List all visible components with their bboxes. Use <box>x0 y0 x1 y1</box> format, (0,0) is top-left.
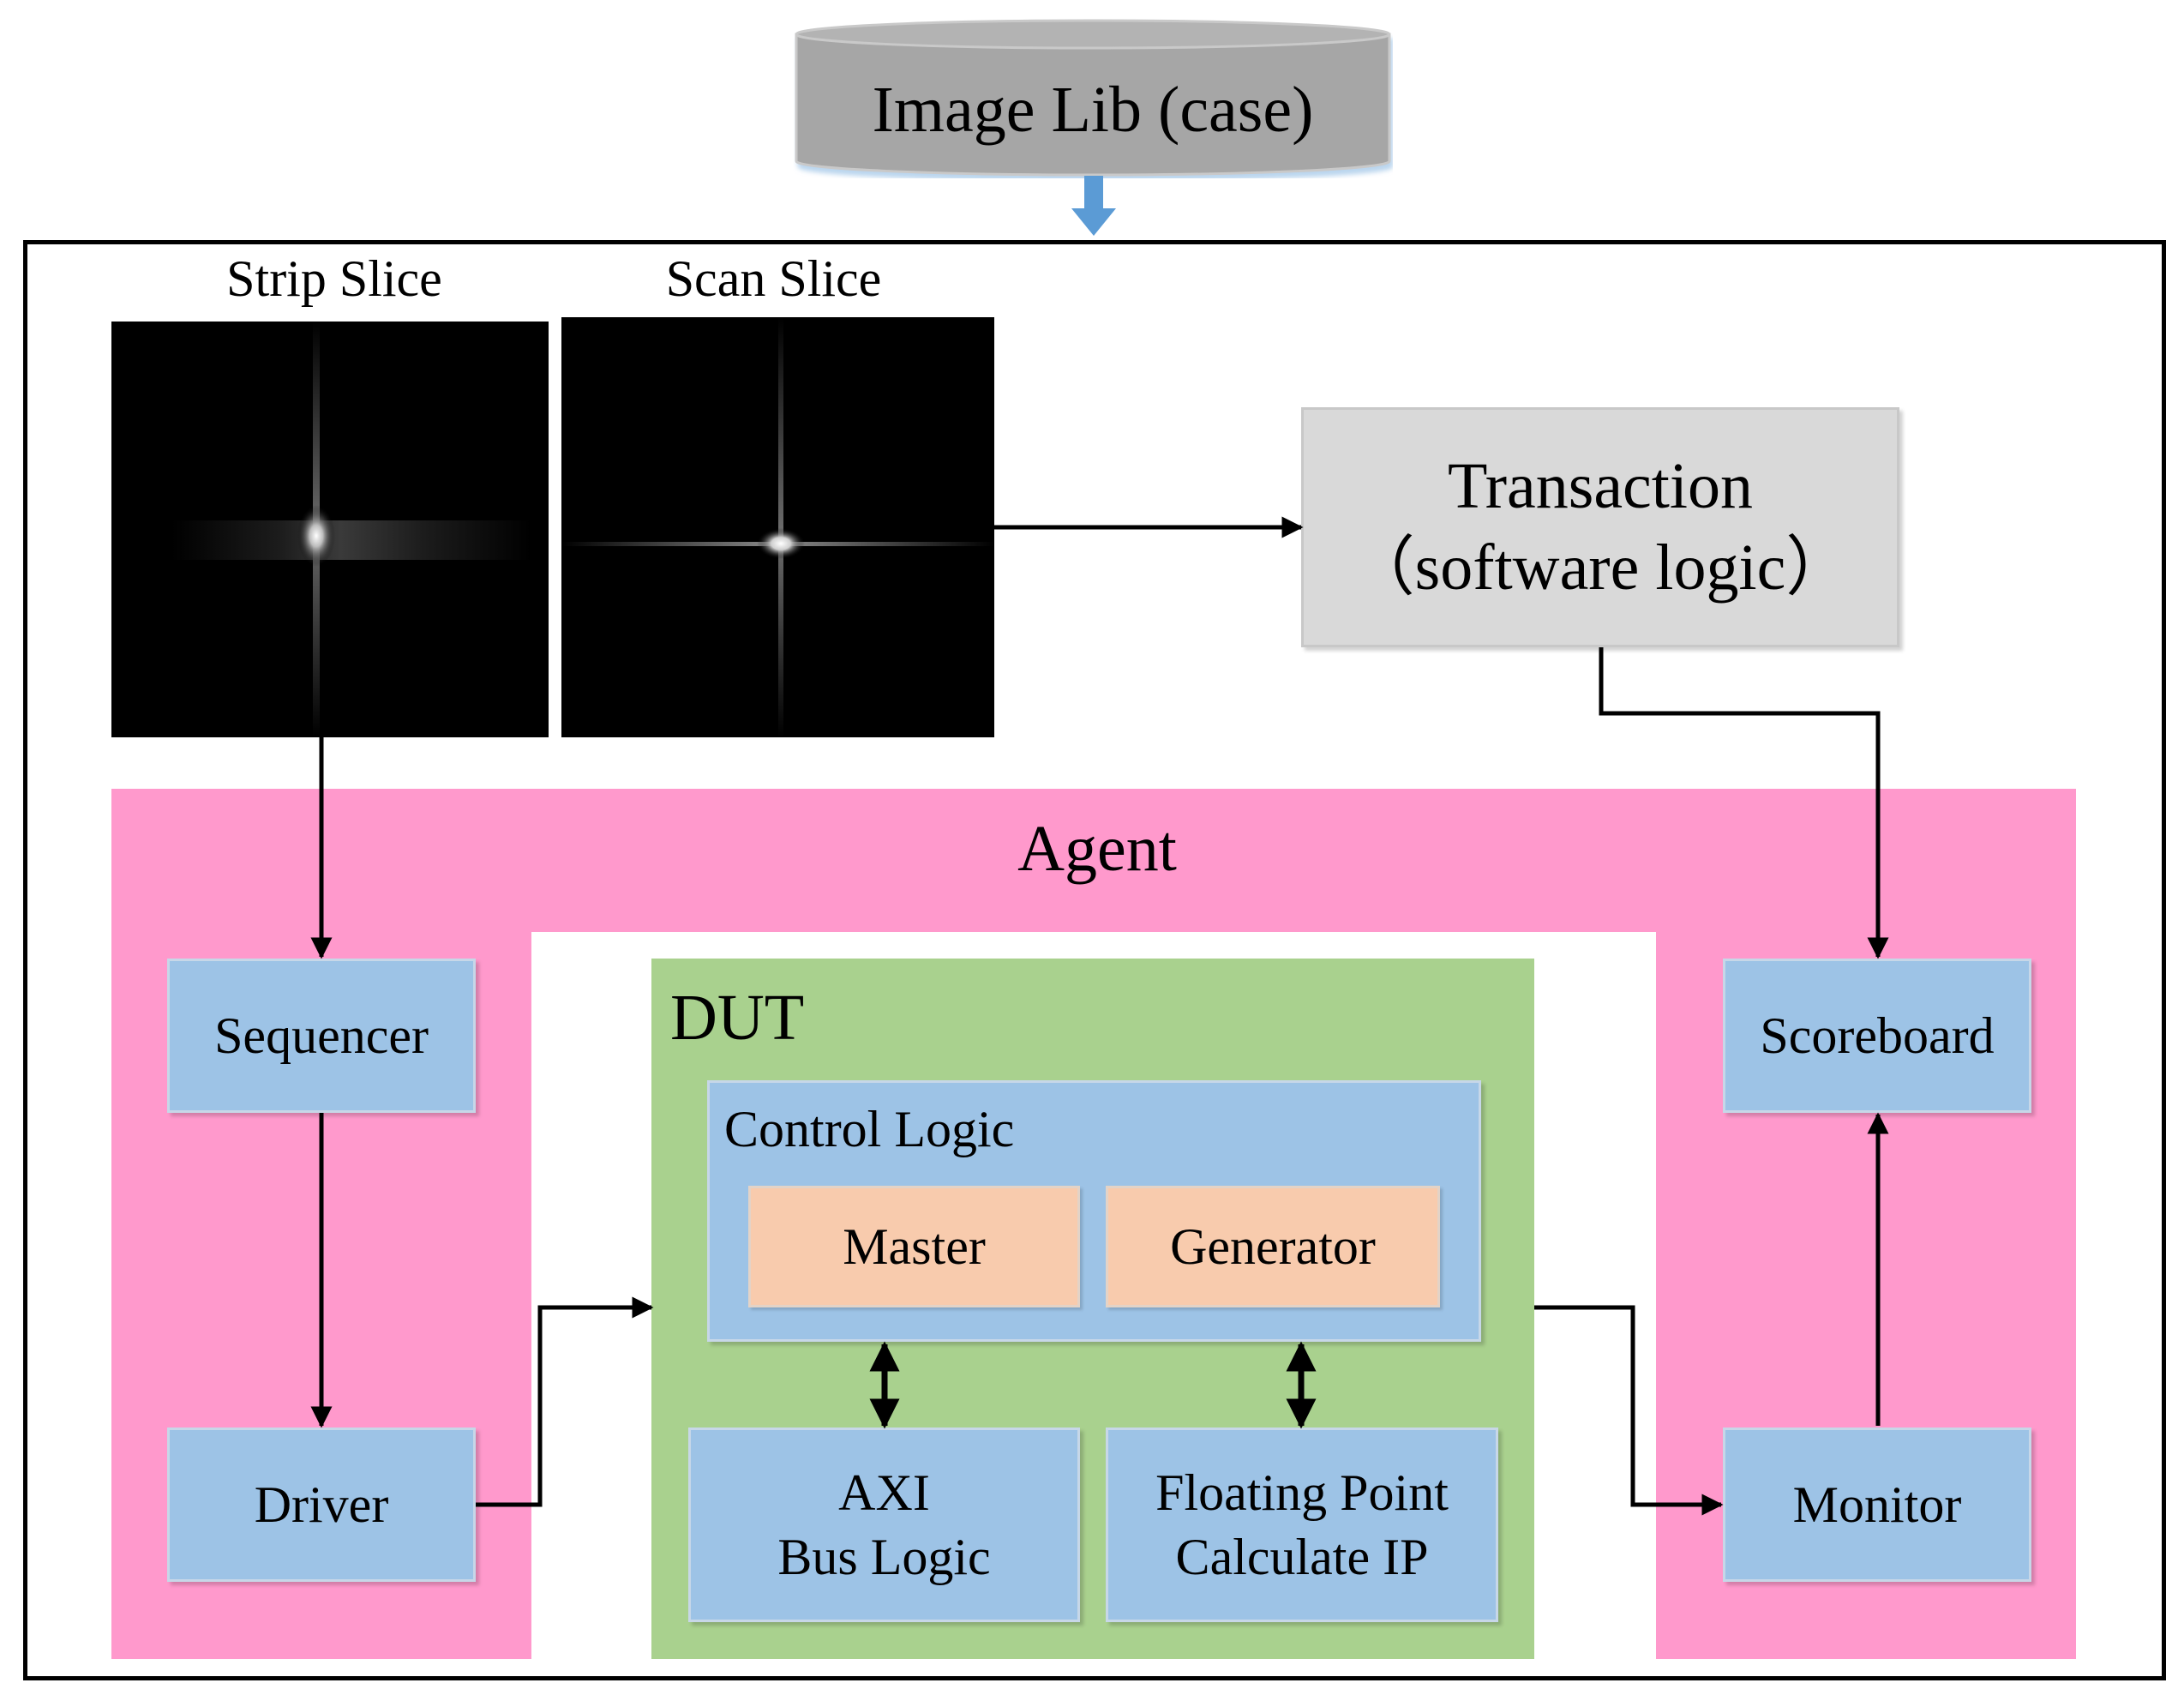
floating-point-ip-box: Floating Point Calculate IP <box>1106 1428 1498 1622</box>
driver-to-dut-arrow <box>476 1296 654 1507</box>
strip-slice-image <box>111 322 549 737</box>
database-icon <box>795 19 1391 177</box>
agent-label: Agent <box>1017 812 1177 885</box>
transaction-to-scoreboard-arrow <box>1599 647 1889 959</box>
control-logic-label: Control Logic <box>724 1101 1015 1157</box>
strip-slice-caption: Strip Slice <box>226 249 442 307</box>
scoreboard-box: Scoreboard <box>1723 959 2031 1113</box>
image-lib-down-arrow <box>1071 176 1116 236</box>
monitor-box: Monitor <box>1723 1428 2031 1582</box>
scan-slice-image <box>561 317 994 737</box>
driver-box: Driver <box>167 1428 476 1582</box>
image-lib-label: Image Lib (case) <box>872 73 1314 146</box>
sequencer-box: Sequencer <box>167 959 476 1113</box>
dut-to-monitor-arrow <box>1534 1305 1724 1516</box>
generator-box: Generator <box>1106 1186 1440 1307</box>
image-lib-database: Image Lib (case) <box>793 15 1393 178</box>
master-box: Master <box>748 1186 1080 1307</box>
testbench-frame <box>23 240 2166 1680</box>
scan-slice-caption: Scan Slice <box>665 249 882 307</box>
dut-label: DUT <box>670 982 805 1054</box>
transaction-box: Transaction （software logic） <box>1301 407 1899 647</box>
axi-bus-logic-box: AXI Bus Logic <box>688 1428 1080 1622</box>
